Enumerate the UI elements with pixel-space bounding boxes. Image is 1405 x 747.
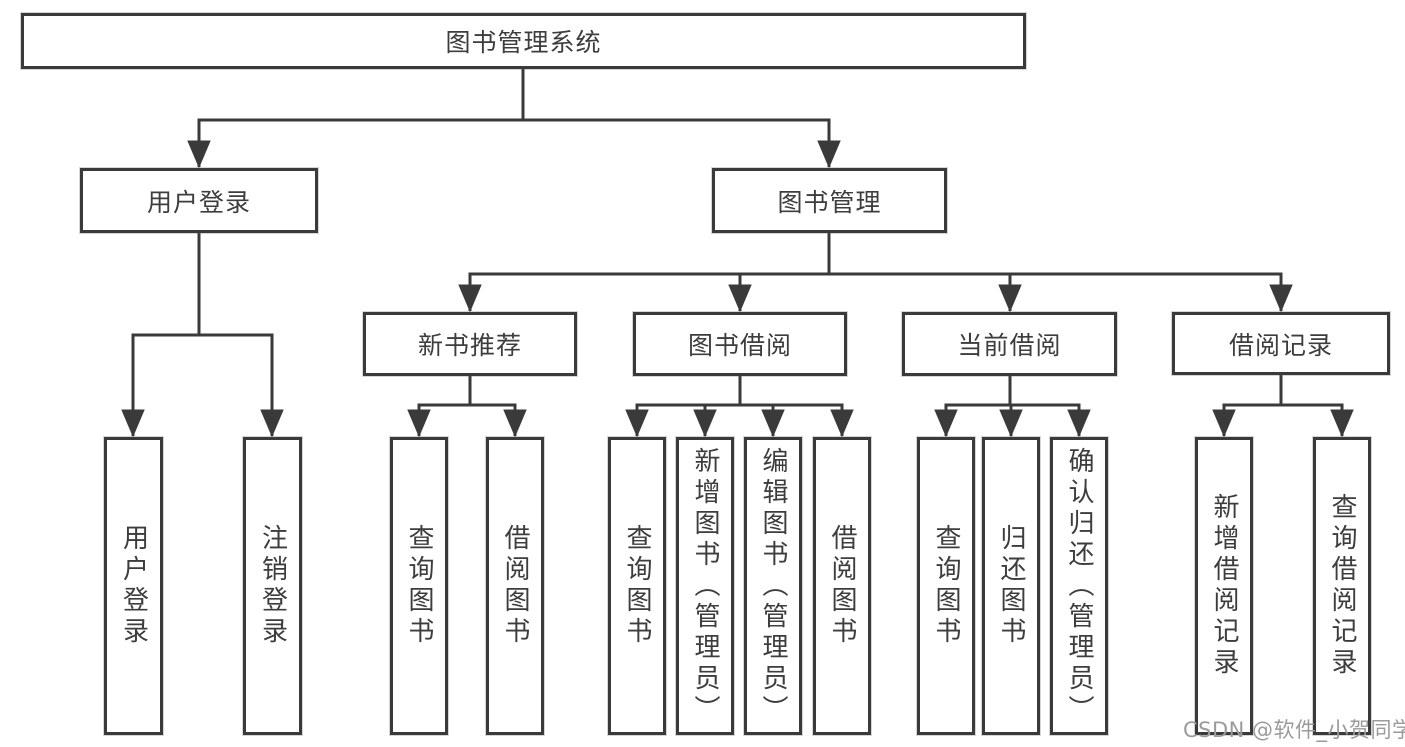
leaf-query-borrow-record: 查询借阅记录	[1313, 437, 1371, 735]
leaf-edit-book-admin: 编辑图书（管理员）	[744, 437, 802, 735]
connector-root-to-level2	[187, 69, 841, 169]
leaf-add-borrow-record: 新增借阅记录	[1195, 437, 1253, 735]
leaf-newbooks-borrow-books: 借阅图书	[486, 437, 544, 735]
leaf-confirm-return-admin: 确认归还（管理员）	[1050, 437, 1108, 735]
leaf-add-borrow-record-label: 新增借阅记录	[1209, 493, 1239, 679]
node-book-borrow-label: 图书借阅	[687, 331, 792, 360]
node-new-book-recommend-label: 新书推荐	[417, 331, 522, 360]
leaf-user-login-label: 用户登录	[118, 524, 149, 648]
connector-new-books-to-leaves	[407, 376, 527, 438]
node-book-borrow: 图书借阅	[633, 312, 847, 376]
leaf-current-query-books: 查询图书	[917, 437, 975, 735]
node-root-system: 图书管理系统	[21, 13, 1026, 69]
leaf-newbooks-borrow-books-label: 借阅图书	[500, 524, 530, 648]
leaf-add-book-admin: 新增图书（管理员）	[676, 437, 734, 735]
leaf-edit-book-admin-label: 编辑图书（管理员）	[758, 446, 788, 726]
leaf-borrow-query-books-label: 查询图书	[622, 524, 652, 648]
leaf-borrow-borrow-books: 借阅图书	[813, 437, 871, 735]
leaf-user-login: 用户登录	[104, 437, 163, 735]
leaf-newbooks-query-books-label: 查询图书	[404, 524, 434, 648]
leaf-current-query-books-label: 查询图书	[931, 524, 961, 648]
leaf-confirm-return-admin-label: 确认归还（管理员）	[1064, 446, 1094, 726]
node-borrow-records-label: 借阅记录	[1228, 330, 1333, 360]
connector-book-mgmt-to-level3	[458, 233, 1293, 313]
leaf-logout-label: 注销登录	[257, 524, 288, 648]
leaf-query-borrow-record-label: 查询借阅记录	[1327, 493, 1357, 679]
node-book-management-label: 图书管理	[777, 187, 882, 217]
node-root-label: 图书管理系统	[445, 28, 602, 57]
leaf-logout: 注销登录	[243, 437, 302, 735]
csdn-watermark: CSDN @软件_小贺同学	[1183, 718, 1405, 742]
node-new-book-recommend: 新书推荐	[363, 312, 577, 376]
leaf-return-books-label: 归还图书	[996, 524, 1026, 648]
node-book-management: 图书管理	[712, 168, 947, 233]
node-current-borrow: 当前借阅	[902, 312, 1117, 376]
connector-records-to-leaves	[1212, 375, 1354, 438]
connector-borrow-to-leaves	[625, 376, 854, 438]
node-current-borrow-label: 当前借阅	[957, 331, 1062, 360]
connector-current-to-leaves	[934, 376, 1091, 438]
node-user-login: 用户登录	[80, 168, 318, 233]
leaf-borrow-borrow-books-label: 借阅图书	[827, 524, 857, 648]
node-user-login-label: 用户登录	[146, 187, 251, 217]
connector-user-login-to-leaves	[121, 233, 284, 438]
leaf-add-book-admin-label: 新增图书（管理员）	[690, 446, 720, 726]
leaf-return-books: 归还图书	[982, 437, 1040, 735]
leaf-newbooks-query-books: 查询图书	[390, 437, 448, 735]
leaf-borrow-query-books: 查询图书	[608, 437, 666, 735]
node-borrow-records: 借阅记录	[1172, 312, 1390, 375]
